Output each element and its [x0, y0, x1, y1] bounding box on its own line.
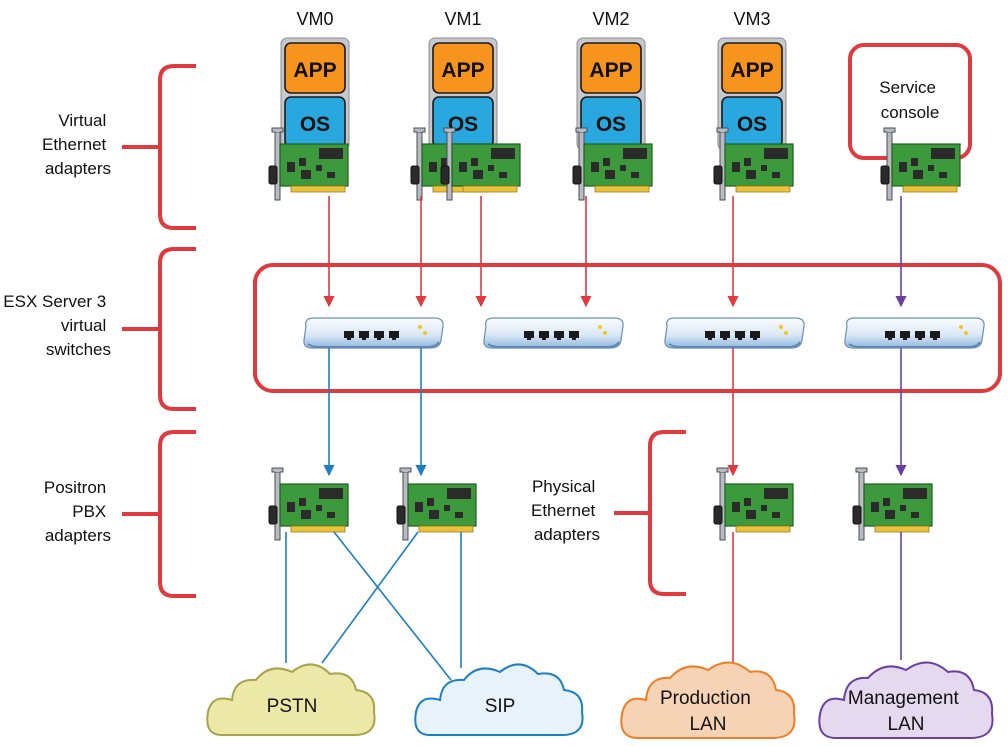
production-lan-label: Production LAN	[660, 688, 756, 735]
sip-cloud: SIP	[414, 663, 584, 736]
production-lan-cloud: Production LAN	[620, 661, 796, 739]
pbx-adapters-bracket	[122, 430, 196, 598]
pbx-adapter-1	[268, 467, 349, 541]
virtual-switches-container	[253, 263, 1002, 393]
management-lan-cloud: Management LAN	[818, 661, 994, 739]
virtual-switch-2	[482, 317, 625, 349]
virtual-switches-bracket	[122, 247, 196, 411]
management-lan-label: Management LAN	[848, 688, 964, 735]
virtual-switch-4	[843, 317, 986, 349]
app-badge: APP	[441, 59, 484, 82]
pbx-adapters-label: Positron PBX adapters	[44, 478, 111, 545]
pbx-adapter-2	[396, 467, 477, 541]
virtual-switch-3	[663, 317, 806, 349]
sip-label: SIP	[485, 696, 516, 717]
os-badge: OS	[300, 113, 330, 136]
physical-adapters-label: Physical Ethernet adapters	[531, 477, 600, 544]
service-console: Service console	[848, 43, 972, 160]
vm-label: VM1	[444, 9, 481, 29]
vm0: VM0 APP OS	[280, 9, 350, 151]
blue-links-mid	[323, 348, 427, 477]
app-badge: APP	[730, 59, 773, 82]
os-badge: OS	[596, 113, 626, 136]
vm3: VM3 APP OS	[717, 9, 787, 151]
vm-label: VM3	[733, 9, 770, 29]
app-badge: APP	[293, 59, 336, 82]
vm1: VM1 APP OS	[428, 9, 498, 151]
virtual-ethernet-bracket	[122, 64, 196, 230]
service-console-label: Service console	[879, 78, 940, 122]
vm-label: VM2	[592, 9, 629, 29]
physical-adapters-bracket	[614, 430, 686, 596]
pstn-label: PSTN	[267, 696, 318, 717]
pstn-cloud: PSTN	[206, 663, 376, 736]
virtual-switch-1	[302, 317, 445, 349]
vm2: VM2 APP OS	[576, 9, 646, 151]
os-badge: OS	[737, 113, 767, 136]
virtual-ethernet-label: Virtual Ethernet adapters	[42, 111, 111, 178]
physical-adapter-management	[852, 467, 933, 541]
red-links-top	[323, 196, 739, 308]
blue-links-bottom	[285, 531, 462, 681]
vm-label: VM0	[296, 9, 333, 29]
physical-adapter-production	[713, 467, 794, 541]
app-badge: APP	[589, 59, 632, 82]
virtual-switches-label: ESX Server 3 virtual switches	[3, 292, 111, 359]
